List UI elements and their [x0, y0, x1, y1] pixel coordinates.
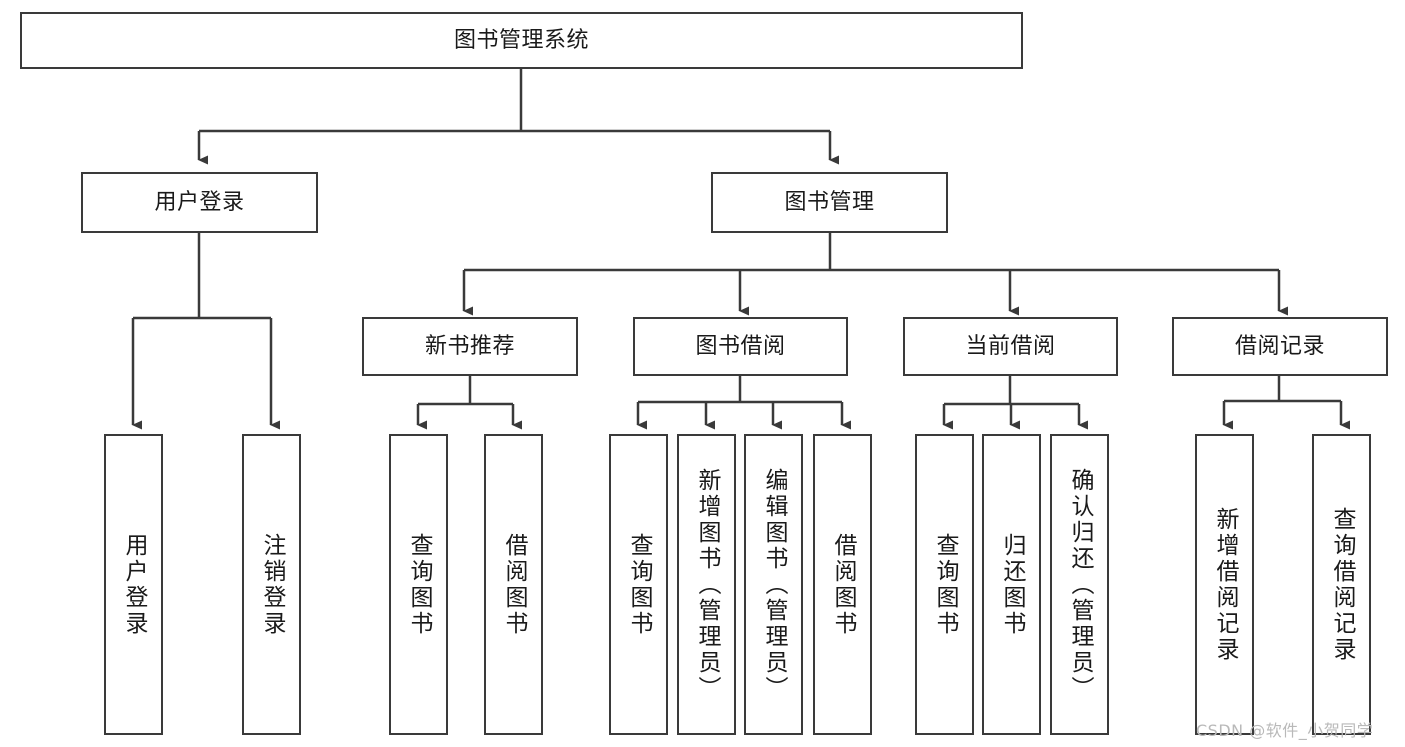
- leaf-current-borrow-1-label: 归还图书: [999, 532, 1025, 637]
- leaf-user-login-1-label: 注销登录: [259, 532, 285, 637]
- leaf-borrow-record-1[interactable]: 查询借阅记录: [1312, 434, 1371, 735]
- node-user-login[interactable]: 用户登录: [81, 172, 318, 233]
- leaf-borrow-record-1-label: 查询借阅记录: [1329, 506, 1355, 663]
- csdn-watermark: CSDN @软件_小贺同学: [1196, 721, 1374, 740]
- node-new-book-recommend-label: 新书推荐: [424, 333, 515, 359]
- node-book-management[interactable]: 图书管理: [711, 172, 948, 233]
- node-current-borrow-label: 当前借阅: [965, 333, 1056, 359]
- leaf-book-borrow-2-label: 编辑图书（管理员）: [761, 467, 787, 702]
- leaf-current-borrow-0[interactable]: 查询图书: [915, 434, 974, 735]
- leaf-new-book-0-label: 查询图书: [406, 532, 432, 637]
- node-borrow-record[interactable]: 借阅记录: [1172, 317, 1388, 376]
- leaf-user-login-0[interactable]: 用户登录: [104, 434, 163, 735]
- node-book-borrow[interactable]: 图书借阅: [633, 317, 848, 376]
- leaf-current-borrow-0-label: 查询图书: [932, 532, 958, 637]
- leaf-current-borrow-2-label: 确认归还（管理员）: [1067, 467, 1093, 702]
- node-current-borrow[interactable]: 当前借阅: [903, 317, 1118, 376]
- leaf-book-borrow-1[interactable]: 新增图书（管理员）: [677, 434, 736, 735]
- leaf-book-borrow-1-label: 新增图书（管理员）: [694, 467, 720, 702]
- leaf-new-book-1[interactable]: 借阅图书: [484, 434, 543, 735]
- leaf-book-borrow-0[interactable]: 查询图书: [609, 434, 668, 735]
- leaf-new-book-0[interactable]: 查询图书: [389, 434, 448, 735]
- leaf-book-borrow-3-label: 借阅图书: [830, 532, 856, 637]
- leaf-user-login-0-label: 用户登录: [121, 532, 147, 637]
- leaf-borrow-record-0[interactable]: 新增借阅记录: [1195, 434, 1254, 735]
- leaf-user-login-1[interactable]: 注销登录: [242, 434, 301, 735]
- node-new-book-recommend[interactable]: 新书推荐: [362, 317, 578, 376]
- leaf-current-borrow-2[interactable]: 确认归还（管理员）: [1050, 434, 1109, 735]
- leaf-book-borrow-2[interactable]: 编辑图书（管理员）: [744, 434, 803, 735]
- node-root-label: 图书管理系统: [453, 27, 589, 53]
- node-root[interactable]: 图书管理系统: [20, 12, 1023, 69]
- node-book-management-label: 图书管理: [784, 189, 875, 215]
- leaf-current-borrow-1[interactable]: 归还图书: [982, 434, 1041, 735]
- node-borrow-record-label: 借阅记录: [1234, 333, 1325, 359]
- node-book-borrow-label: 图书借阅: [695, 333, 786, 359]
- leaf-borrow-record-0-label: 新增借阅记录: [1212, 506, 1238, 663]
- leaf-book-borrow-3[interactable]: 借阅图书: [813, 434, 872, 735]
- leaf-new-book-1-label: 借阅图书: [501, 532, 527, 637]
- leaf-book-borrow-0-label: 查询图书: [626, 532, 652, 637]
- node-user-login-label: 用户登录: [154, 189, 245, 215]
